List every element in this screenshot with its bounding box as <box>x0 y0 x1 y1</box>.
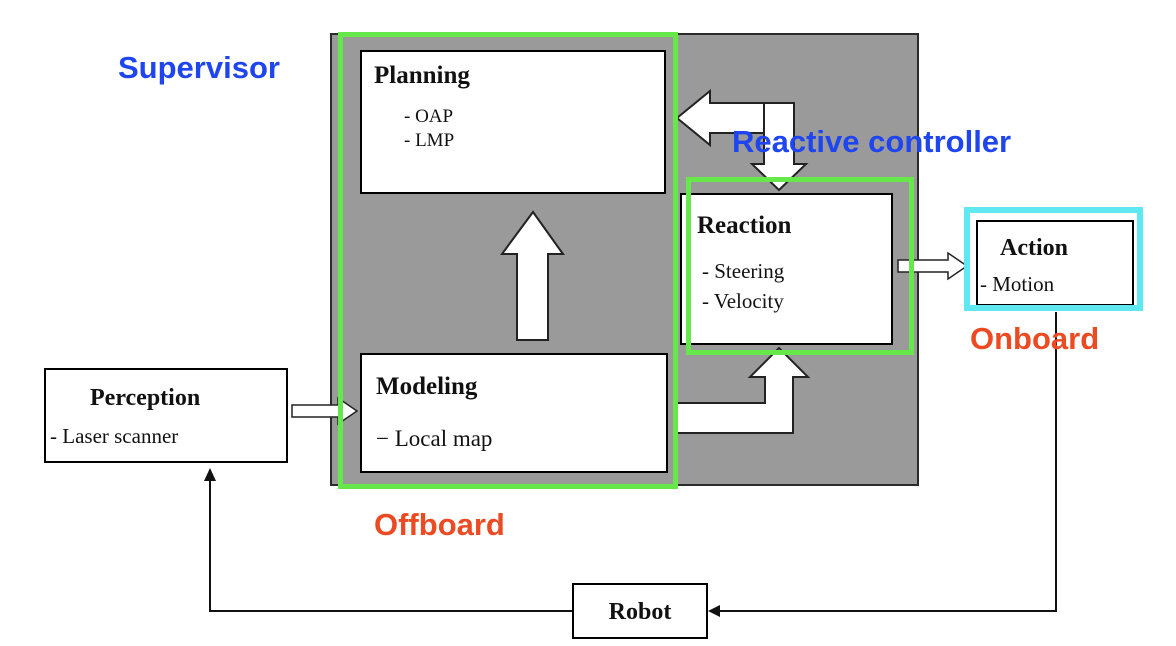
planning-item-oap: - OAP <box>404 106 454 127</box>
modeling-box: Modeling − Local map <box>360 353 668 473</box>
perception-item-laser-scanner: - Laser scanner <box>50 424 179 448</box>
reaction-to-action-arrow <box>897 251 969 281</box>
reaction-item-velocity: - Velocity <box>702 289 784 313</box>
robot-to-perception-arrowhead <box>204 468 216 481</box>
action-to-robot-arrowhead <box>708 605 720 617</box>
offboard-group-outline <box>338 32 678 489</box>
reaction-title: Reaction <box>697 212 792 239</box>
modeling-to-reaction-arrow <box>676 346 811 434</box>
planning-box: Planning - OAP - LMP <box>360 50 666 194</box>
reaction-item-steering: - Steering <box>702 259 785 283</box>
planning-title: Planning <box>374 62 470 89</box>
action-to-robot-line <box>716 312 1057 612</box>
reactive-controller-label: Reactive controller <box>732 124 1012 159</box>
action-item-motion: - Motion <box>980 272 1055 296</box>
planning-item-lmp: - LMP <box>404 130 455 151</box>
modeling-title: Modeling <box>376 373 478 400</box>
offboard-label: Offboard <box>374 507 505 542</box>
robot-title: Robot <box>608 599 672 625</box>
onboard-group-outline <box>964 207 1143 311</box>
planning-to-reaction-arrow <box>749 102 809 192</box>
action-title: Action <box>1000 235 1068 261</box>
modeling-item-local-map: − Local map <box>376 426 493 451</box>
reaction-box: Reaction - Steering - Velocity <box>680 193 893 345</box>
perception-box: Perception - Laser scanner <box>44 368 288 463</box>
reactive-controller-group-outline <box>686 177 914 355</box>
robot-box: Robot <box>572 583 708 639</box>
action-box: Action - Motion <box>976 220 1134 306</box>
perception-title: Perception <box>90 385 201 411</box>
onboard-label: Onboard <box>970 321 1100 356</box>
supervisor-label: Supervisor <box>118 50 280 85</box>
modeling-to-planning-arrow <box>500 210 565 341</box>
robot-to-perception-line <box>209 478 572 612</box>
